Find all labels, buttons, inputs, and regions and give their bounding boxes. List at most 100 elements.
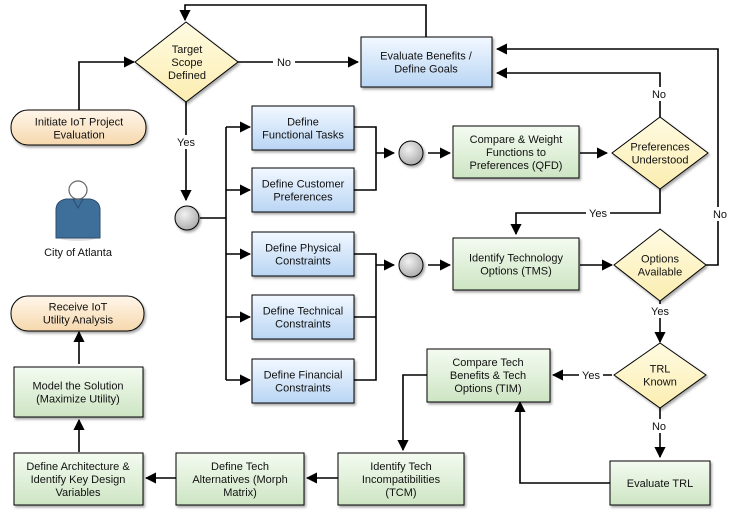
node-label-define-architecture: Define Architecture &Identify Key Design… bbox=[26, 461, 130, 499]
node-label-line: Options (TIM) bbox=[454, 383, 521, 395]
decision-target-shape bbox=[134, 21, 239, 103]
node-label-line: Define Financial bbox=[264, 370, 343, 382]
node-label-line: Utility Analysis bbox=[43, 315, 114, 327]
node-label-line: Evaluation bbox=[53, 130, 104, 142]
actor-label: City of Atlanta bbox=[44, 247, 113, 259]
node-label-line: Evaluate TRL bbox=[627, 478, 693, 490]
connector-circle-1 bbox=[174, 205, 200, 231]
process-identify-incompat-shape bbox=[337, 452, 465, 506]
node-label-line: Target bbox=[172, 44, 203, 56]
node-label-line: Define Physical bbox=[265, 243, 341, 255]
node-label-line: Constraints bbox=[275, 383, 331, 395]
node-label-line: Options (TMS) bbox=[480, 266, 552, 278]
node-label-line: Receive IoT bbox=[49, 302, 108, 314]
terminal-initiate-shape bbox=[10, 109, 147, 146]
node-label-line: Constraints bbox=[275, 319, 331, 331]
node-label-line: Understood bbox=[632, 155, 689, 167]
node-label-line: Initiate IoT Project bbox=[35, 117, 123, 129]
node-label-line: Preferences (QFD) bbox=[470, 160, 563, 172]
node-label-line: Compare Tech bbox=[452, 357, 523, 369]
node-label-line: (Maximize Utility) bbox=[36, 394, 120, 406]
node-label-line: Define Customer bbox=[262, 179, 345, 191]
process-identify-technology-shape bbox=[452, 237, 580, 291]
node-label-line: Evaluate Benefits / bbox=[380, 51, 473, 63]
label-target-yes: Yes bbox=[177, 137, 195, 149]
node-label-evaluate-benefits: Evaluate Benefits /Define Goals bbox=[380, 51, 473, 76]
node-label-line: Available bbox=[638, 267, 682, 279]
connector-circle-2 bbox=[398, 140, 424, 166]
nodes-group bbox=[10, 21, 711, 506]
node-label-line: Preferences bbox=[630, 142, 690, 154]
node-label-line: Define Goals bbox=[394, 64, 458, 76]
node-label-line: Known bbox=[643, 377, 677, 389]
node-label-line: Constraints bbox=[275, 256, 331, 268]
process-evaluate-benefits-shape bbox=[360, 36, 493, 88]
node-label-line: Identify Technology bbox=[469, 253, 563, 265]
node-label-line: Preferences bbox=[273, 192, 333, 204]
decision-options-shape bbox=[613, 228, 707, 302]
node-label-line: Options bbox=[641, 254, 679, 266]
label-target-no: No bbox=[277, 57, 291, 69]
edge-initiate-to-target bbox=[78, 56, 136, 110]
node-label-evaluate-trl: Evaluate TRL bbox=[627, 478, 693, 490]
node-label-line: Incompatibilities bbox=[362, 474, 441, 486]
process-technical-shape bbox=[251, 294, 355, 340]
process-physical-shape bbox=[251, 231, 355, 277]
label-preferences-no: No bbox=[652, 89, 666, 101]
node-label-line: Alternatives (Morph bbox=[192, 474, 287, 486]
node-label-line: TRL bbox=[650, 364, 671, 376]
node-label-line: Benefits & Tech bbox=[450, 370, 526, 382]
node-label-line: Compare & Weight bbox=[470, 134, 563, 146]
label-trl-no: No bbox=[652, 421, 666, 433]
node-label-line: Functional Tasks bbox=[262, 130, 344, 142]
label-options-yes: Yes bbox=[651, 306, 669, 318]
person-icon bbox=[55, 180, 101, 241]
process-compare-weight-shape bbox=[452, 125, 580, 179]
edge-functional-to-merge bbox=[354, 126, 377, 191]
decision-trl-shape bbox=[613, 342, 707, 409]
process-customer-shape bbox=[251, 167, 355, 213]
process-compare-tech-shape bbox=[426, 348, 551, 403]
edge-compare-to-incompat bbox=[397, 374, 427, 452]
node-label-line: Define Architecture & bbox=[26, 461, 130, 473]
process-model-solution-shape bbox=[13, 366, 144, 418]
node-label-line: Identify Tech bbox=[370, 461, 432, 473]
node-label-line: Model the Solution bbox=[32, 381, 123, 393]
edge-evaltrl-to-compare bbox=[514, 400, 610, 484]
process-define-alternatives-shape bbox=[175, 452, 305, 506]
label-options-no: No bbox=[713, 209, 727, 221]
edge-labels-group: No Yes No Yes No Yes Yes No bbox=[174, 55, 729, 433]
connector-circle-3 bbox=[398, 252, 424, 278]
edge-preferences-no bbox=[495, 67, 661, 117]
node-label-line: Define Technical bbox=[263, 306, 344, 318]
node-label-line: Variables bbox=[55, 487, 101, 499]
process-financial-shape bbox=[251, 358, 355, 404]
node-label-model-solution: Model the Solution(Maximize Utility) bbox=[32, 381, 123, 406]
label-trl-yes: Yes bbox=[582, 370, 600, 382]
process-define-architecture-shape bbox=[13, 452, 144, 506]
terminal-receive-shape bbox=[10, 295, 145, 332]
node-label-line: Define Tech bbox=[211, 461, 269, 473]
node-label-line: Functions to bbox=[486, 147, 546, 159]
edge-benefits-loop-back bbox=[179, 4, 427, 37]
process-functional-shape bbox=[251, 105, 355, 151]
process-evaluate-trl-shape bbox=[609, 460, 711, 506]
node-label-line: Scope bbox=[171, 57, 202, 69]
node-label-line: Identify Key Design bbox=[31, 474, 126, 486]
